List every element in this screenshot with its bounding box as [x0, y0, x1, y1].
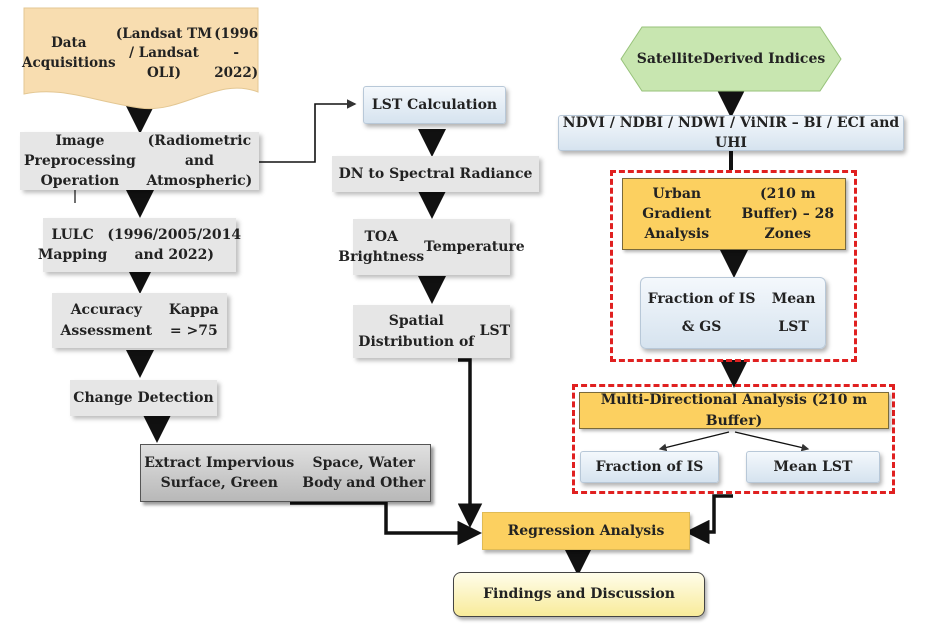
- toa-line2: Temperature: [424, 238, 525, 255]
- fraction-is-gs-line2: Mean LST: [771, 291, 816, 335]
- dn-to-radiance-box: DN to Spectral Radiance: [332, 156, 539, 192]
- preprocessing-line2: (Radiometric and Atmospheric): [146, 132, 253, 190]
- arrow-preprocess-to-lst: [259, 99, 357, 163]
- lst-calculation-box: LST Calculation: [363, 86, 506, 124]
- accuracy-line2: Kappa = >75: [168, 302, 219, 339]
- mean-lst-box: Mean LST: [746, 451, 880, 483]
- urban-gradient-line1: Urban Gradient Analysis: [642, 185, 712, 243]
- image-preprocessing-box: Image Preprocessing Operation (Radiometr…: [20, 132, 259, 190]
- multi-directional-dashed-group: [572, 384, 895, 494]
- arrow-extract-to-regression: [290, 501, 482, 546]
- indices-box: NDVI / NDBI / NDWI / ViNIR – BI / ECI an…: [558, 115, 904, 151]
- satellite-line1: Satellite: [636, 50, 703, 67]
- findings-discussion-box: Findings and Discussion: [453, 572, 705, 617]
- fraction-is-gs-line1: Fraction of IS & GS: [647, 291, 756, 335]
- urban-gradient-dashed-group: [610, 170, 857, 362]
- data-acquisitions-years: (1996 - 2022): [214, 25, 259, 81]
- accuracy-assessment-box: Accuracy Assessment Kappa = >75: [52, 293, 227, 348]
- extract-line1: Extract Impervious Surface, Green: [144, 454, 295, 491]
- arrow-multi-to-mean-lst: [734, 431, 810, 452]
- data-acquisitions-box: Data Acquisitions (Landsat TM / Landsat …: [22, 14, 260, 94]
- toa-brightness-box: TOA Brightness Temperature: [338, 219, 525, 275]
- satellite-hexagon-shape: [620, 26, 842, 92]
- arrow-multi-to-fraction-is: [658, 431, 730, 452]
- spatial-lst-line1: Spatial Distribution of: [358, 313, 475, 350]
- accuracy-line1: Accuracy Assessment: [60, 302, 153, 339]
- fraction-is-gs-box: Fraction of IS & GS Mean LST: [640, 277, 826, 349]
- urban-gradient-line2: (210 m Buffer) – 28 Zones: [741, 185, 835, 243]
- lulc-mapping-box: LULC Mapping (1996/2005/2014 and 2022): [38, 218, 241, 272]
- satellite-line2: Derived Indices: [702, 50, 826, 67]
- multi-directional-box: Multi-Directional Analysis (210 m Buffer…: [579, 392, 889, 429]
- data-acquisitions-sensors: (Landsat TM / Landsat OLI): [115, 25, 213, 81]
- toa-line1: TOA Brightness: [338, 228, 425, 265]
- arrow-spatial-to-regression: [457, 358, 483, 528]
- spatial-lst-box: Spatial Distribution of LST: [353, 305, 510, 358]
- regression-analysis-box: Regression Analysis: [482, 512, 690, 550]
- fraction-is-box: Fraction of IS: [580, 451, 719, 483]
- urban-gradient-box: Urban Gradient Analysis (210 m Buffer) –…: [622, 178, 846, 250]
- satellite-derived-indices-box: Satellite Derived Indices: [620, 26, 842, 92]
- extract-line2: Space, Water Body and Other: [302, 454, 426, 491]
- data-acquisitions-shape: [23, 7, 259, 110]
- preprocessing-line1: Image Preprocessing Operation: [23, 132, 136, 190]
- data-acquisitions-title: Data Acquisitions: [22, 35, 116, 71]
- lulc-line2: (1996/2005/2014 and 2022): [107, 226, 242, 263]
- arrow-multi-to-regression: [685, 494, 733, 545]
- extract-surfaces-box: Extract Impervious Surface, Green Space,…: [140, 444, 431, 502]
- spatial-lst-line2: LST: [479, 323, 510, 340]
- change-detection-box: Change Detection: [70, 380, 217, 416]
- lulc-line1: LULC Mapping: [37, 226, 108, 263]
